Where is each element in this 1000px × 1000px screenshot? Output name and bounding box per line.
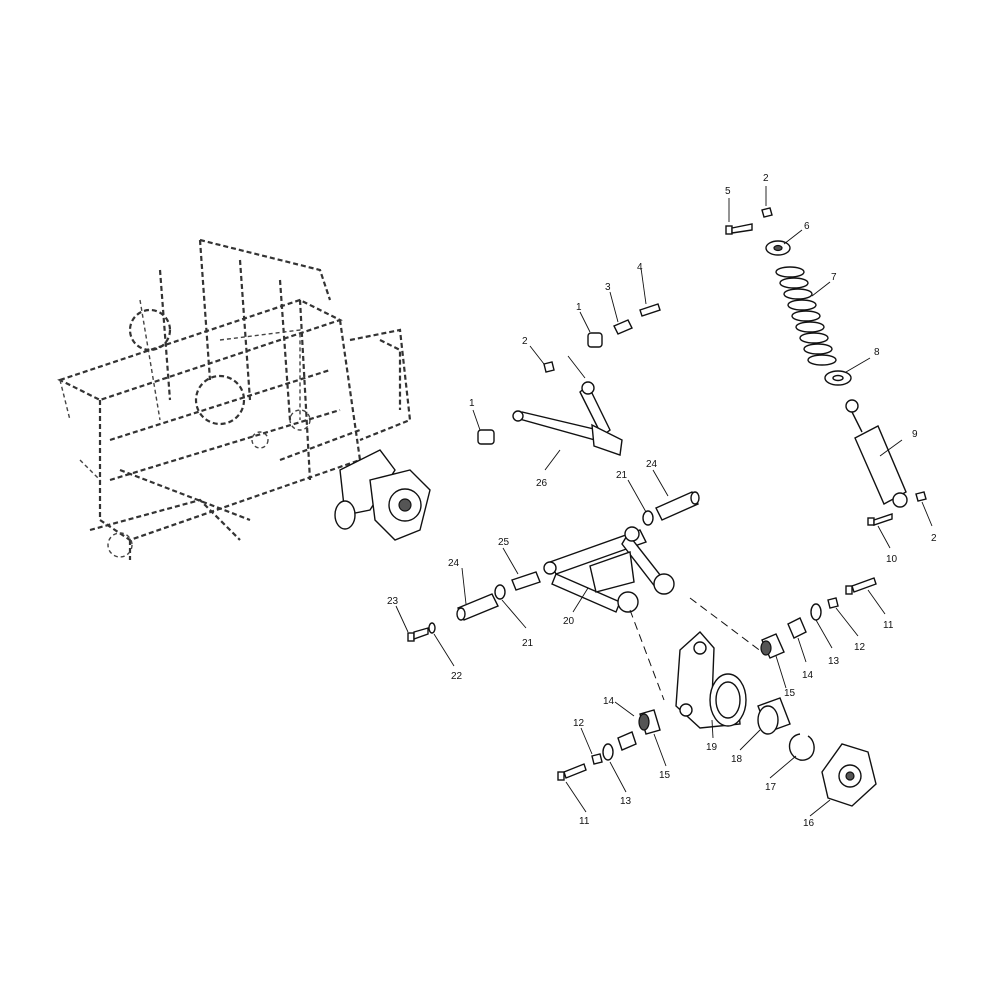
- lower-a-arm-20: [543, 526, 675, 613]
- bolt-4: [639, 303, 661, 317]
- callout-20: 20: [563, 616, 575, 627]
- upper-a-arm-26: [512, 355, 623, 456]
- sleeve-3: [613, 319, 633, 335]
- nut-2-right: [915, 491, 927, 502]
- nut-12-left: [591, 753, 603, 765]
- callout-6: 6: [804, 221, 810, 232]
- shock-absorber-9: [845, 399, 908, 508]
- nut-2-mid: [543, 361, 555, 373]
- callout-14-right: 14: [802, 670, 814, 681]
- nut-12-right: [827, 597, 839, 609]
- callout-22: 22: [451, 671, 463, 682]
- washer-22: [428, 622, 436, 634]
- callout-23: 23: [387, 596, 399, 607]
- bearing-18: [757, 697, 791, 735]
- nut-2-top: [761, 207, 773, 218]
- callout-11-left: 11: [579, 816, 590, 827]
- bolt-5: [725, 223, 753, 235]
- callout-15-left: 15: [659, 770, 671, 781]
- callout-1-upper: 1: [576, 302, 582, 313]
- washer-8: [824, 370, 852, 386]
- spindle-19: [675, 631, 747, 729]
- axis-line-right: [689, 597, 763, 653]
- callout-13-left: 13: [620, 796, 632, 807]
- callout-16: 16: [803, 818, 815, 829]
- callout-14-left: 14: [603, 696, 615, 707]
- circlip-17: [788, 733, 815, 761]
- bolt-23: [407, 627, 429, 642]
- callout-10: 10: [886, 554, 898, 565]
- ghost-frame: [57, 238, 412, 560]
- callout-9: 9: [912, 429, 918, 440]
- washer-21-upper: [642, 510, 654, 526]
- callout-11-right: 11: [883, 620, 894, 631]
- washer-13-left: [602, 743, 614, 761]
- callout-26: 26: [536, 478, 548, 489]
- callout-17: 17: [765, 782, 777, 793]
- sleeve-14-right: [787, 617, 807, 639]
- callout-1-left: 1: [469, 398, 475, 409]
- pivot-tube-24-left: [456, 593, 499, 621]
- callout-2-top: 2: [763, 173, 769, 184]
- leader-lines: [395, 186, 933, 817]
- callout-21-upper: 21: [616, 470, 628, 481]
- pivot-tube-24-upper: [655, 491, 700, 521]
- bushing-1-upper: [587, 332, 603, 348]
- callout-2-mid: 2: [522, 336, 528, 347]
- callout-19: 19: [706, 742, 718, 753]
- callout-4: 4: [637, 262, 643, 273]
- callout-21-left: 21: [522, 638, 534, 649]
- callout-3: 3: [605, 282, 611, 293]
- bushing-1-left: [477, 429, 495, 445]
- callout-15-right: 15: [784, 688, 796, 699]
- spring-retainer-6: [765, 240, 791, 256]
- bushing-15-right: [760, 633, 785, 659]
- washer-21-left: [494, 584, 506, 600]
- hub-16: [821, 743, 877, 807]
- callout-5: 5: [725, 186, 731, 197]
- callout-12-left: 12: [573, 718, 585, 729]
- callout-13-right: 13: [828, 656, 840, 667]
- bolt-11-left: [557, 763, 587, 781]
- bolt-10: [867, 513, 893, 526]
- callout-12-right: 12: [854, 642, 866, 653]
- axis-line-left: [629, 609, 665, 701]
- coil-spring-7: [775, 266, 837, 366]
- sleeve-14-left: [617, 731, 637, 751]
- callout-7: 7: [831, 272, 837, 283]
- bolt-11-right: [845, 577, 877, 595]
- callout-25: 25: [498, 537, 510, 548]
- washer-13-right: [810, 603, 822, 621]
- callout-24-left: 24: [448, 558, 460, 569]
- assembled-hub: [334, 449, 431, 541]
- callout-24-upper: 24: [646, 459, 658, 470]
- callout-2-right: 2: [931, 533, 937, 544]
- callout-18: 18: [731, 754, 743, 765]
- bushing-15-left: [638, 709, 661, 735]
- sleeve-25: [511, 571, 541, 591]
- callout-8: 8: [874, 347, 880, 358]
- callout-labels: 5 2 6 7 8 9 2 10 4 3 1 2 1 26 21 24 25 2…: [387, 173, 937, 829]
